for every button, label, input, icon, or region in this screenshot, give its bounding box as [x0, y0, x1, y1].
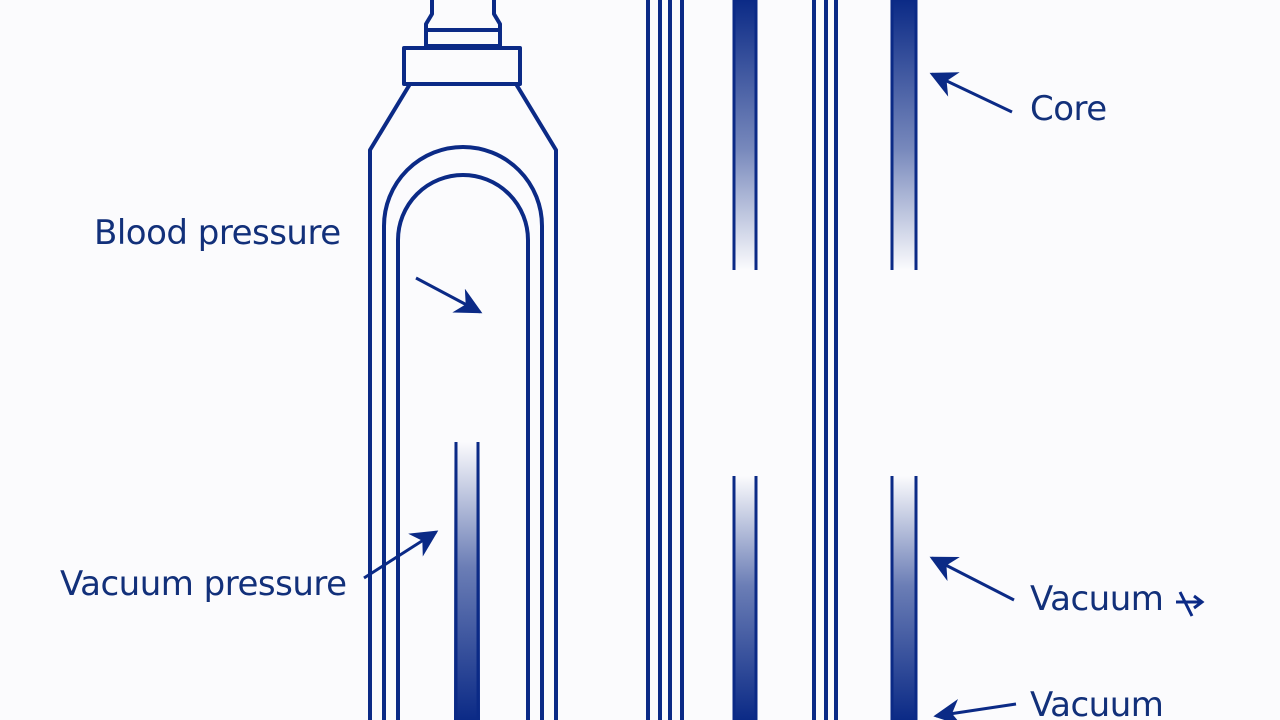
column-a-lower — [732, 476, 758, 720]
arrow-vacuum-1 — [929, 556, 1015, 602]
arrow-core — [929, 72, 1013, 114]
tube-outer-wall — [368, 82, 558, 720]
column-b-lower — [890, 476, 918, 720]
core-tube-left — [646, 0, 684, 720]
label-vacuum-1: Vacuum — [1030, 579, 1164, 619]
vacuum-gauge-column — [454, 442, 480, 720]
label-blood-pressure: Blood pressure — [94, 213, 341, 253]
arrow-vacuum-2 — [933, 699, 1017, 720]
label-vacuum-pressure: Vacuum pressure — [60, 564, 347, 604]
small-arrow-icon — [1176, 591, 1205, 617]
tube-nozzle — [402, 0, 522, 86]
tube-inner-wall-outer — [382, 145, 544, 720]
core-tube-right — [812, 0, 838, 720]
column-b-upper — [890, 0, 918, 270]
arrow-blood-pressure — [415, 276, 483, 314]
label-vacuum-2: Vacuum — [1030, 685, 1164, 720]
arrow-vacuum-pressure — [363, 530, 439, 580]
label-core: Core — [1030, 89, 1107, 129]
tube-inner-wall-inner — [396, 173, 530, 720]
column-a-upper — [732, 0, 758, 270]
